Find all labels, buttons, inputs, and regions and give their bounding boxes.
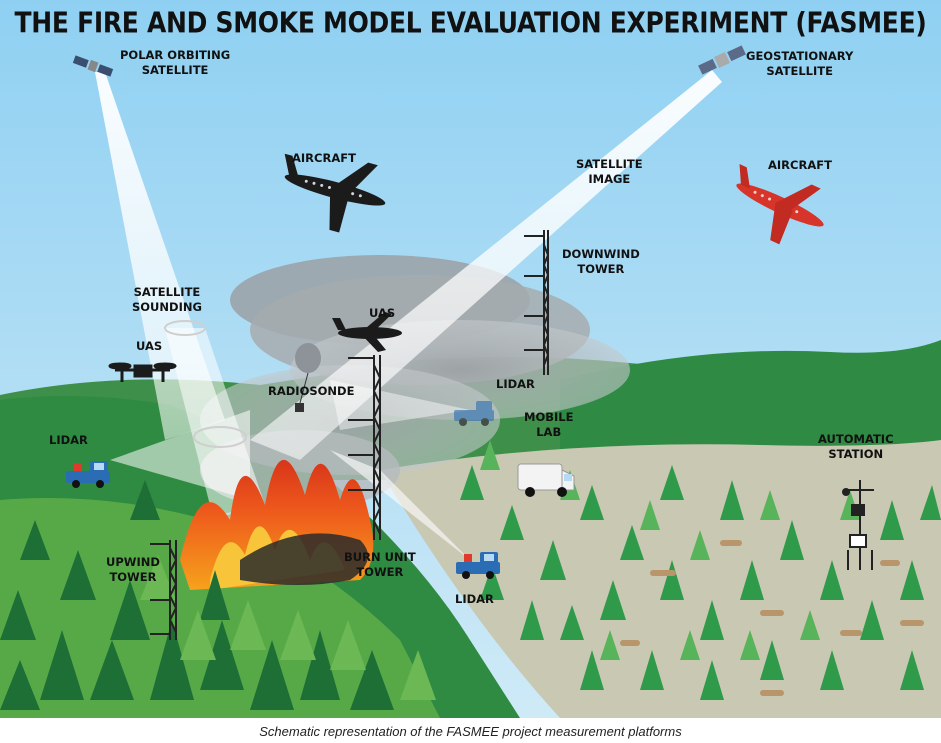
radiosonde-balloon-icon	[295, 343, 321, 412]
forest-trees-left	[0, 480, 394, 710]
uas-fixed-wing-icon	[332, 312, 402, 352]
label-uas-center: UAS	[369, 306, 396, 320]
uas-quadcopter-icon	[108, 362, 177, 382]
burn-unit-tower	[348, 355, 382, 540]
lidar-left-beam	[110, 410, 250, 500]
automatic-station	[842, 480, 874, 570]
aircraft-red-icon	[736, 164, 824, 245]
lidar-truck-center-icon	[454, 401, 494, 426]
upwind-tower	[150, 540, 178, 640]
aircraft-black-icon	[284, 153, 386, 233]
sounding-ellipse-top	[164, 320, 206, 336]
forest-trees-left-light	[140, 555, 436, 700]
label-lidar-bottom: LIDAR	[455, 592, 494, 606]
label-aircraft-right: AIRCRAFT	[768, 158, 832, 172]
lidar-center-beam	[330, 380, 470, 430]
label-radiosonde: RADIOSONDE	[268, 384, 355, 398]
lidar-bottom-beam	[330, 450, 470, 560]
downwind-tower	[524, 230, 550, 375]
page-title: THE FIRE AND SMOKE MODEL EVALUATION EXPE…	[14, 6, 927, 40]
clearing	[380, 440, 941, 718]
lidar-truck-left-icon	[66, 461, 110, 488]
forest-trees-clearing-light	[480, 440, 860, 660]
polar-satellite-icon	[72, 55, 114, 77]
lidar-truck-bottom-icon	[456, 552, 500, 579]
sounding-ellipse-mid	[193, 426, 247, 448]
fallen-logs	[620, 540, 924, 696]
label-uas-left: UAS	[136, 339, 163, 353]
label-aircraft-left: AIRCRAFT	[292, 151, 356, 165]
mobile-lab-van-icon	[517, 463, 575, 497]
forest-trees-clearing	[460, 465, 941, 700]
label-lidar-left: LIDAR	[49, 433, 88, 447]
fasmee-scene	[0, 0, 941, 718]
label-lidar-center: LIDAR	[496, 377, 535, 391]
geo-satellite-icon	[698, 45, 746, 75]
geo-satellite-beam	[250, 70, 722, 460]
figure-caption: Schematic representation of the FASMEE p…	[259, 724, 682, 739]
fire-flames	[180, 459, 374, 590]
